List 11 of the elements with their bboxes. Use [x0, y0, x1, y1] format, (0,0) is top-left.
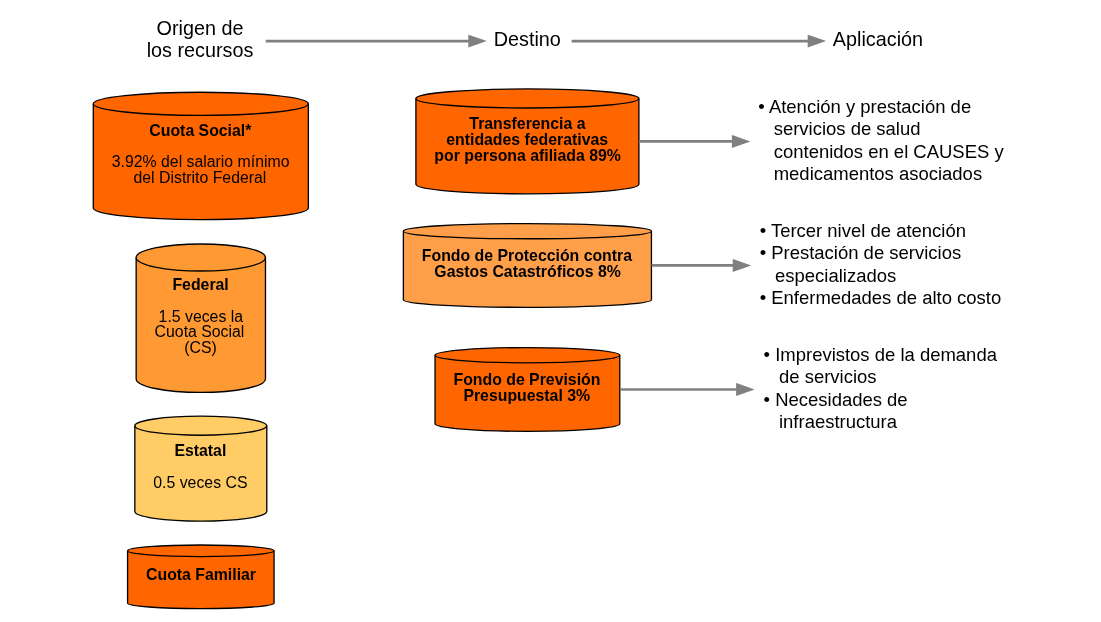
arrow — [265, 34, 487, 48]
node-text: • Tercer nivel de atención • Prestación de servicios especializados • Enfermedades de alto costo — [759, 219, 1002, 308]
arrow — [619, 383, 755, 396]
node-text: Aplicación — [832, 27, 924, 50]
arrow — [571, 34, 827, 48]
node-text: Origen de los recursos — [146, 16, 254, 61]
arrow — [639, 134, 751, 148]
node-text: Destino — [493, 27, 561, 50]
node-text: • Imprevistos de la demanda de servicios • Necesidades de infraestructura — [763, 343, 997, 432]
node-text: • Atención y prestación de servicios de salud contenidos en el CAUSES y medicamentos asociados — [758, 95, 1004, 184]
arrow — [651, 258, 752, 272]
